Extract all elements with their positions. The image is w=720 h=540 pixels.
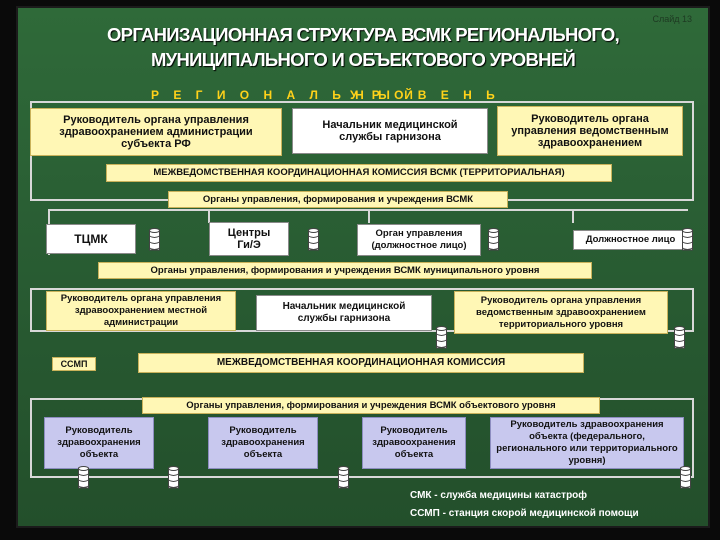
box-official: Должностное лицо [573,230,688,250]
legend-smk: СМК - служба медицины катастроф [410,490,588,501]
box-head-departmental-territorial: Руководитель органа управления ведомстве… [454,291,668,334]
slide-number: Слайд 13 [652,14,692,24]
cylinder-icon [149,228,160,251]
page-title: ОРГАНИЗАЦИОННАЯ СТРУКТУРА ВСМК РЕГИОНАЛЬ… [18,22,708,72]
title-line-1: ОРГАНИЗАЦИОННАЯ СТРУКТУРА ВСМК РЕГИОНАЛЬ… [106,24,620,45]
cylinder-icon [308,228,319,251]
cylinder-icon [682,228,693,251]
box-object-head-3: Руководитель здравоохранения объекта [362,417,466,469]
box-commission-municipal: МЕЖВЕДОМСТВЕННАЯ КООРДИНАЦИОННАЯ КОМИССИ… [138,353,584,373]
box-object-head-2: Руководитель здравоохранения объекта [208,417,318,469]
box-tcmk: ТЦМК [46,224,136,254]
box-centers: Центры Ги/Э [209,222,289,256]
cylinder-icon [488,228,499,251]
cylinder-icon [78,466,89,489]
box-head-departmental: Руководитель органа управления ведомстве… [497,106,683,156]
regional-heading-1: Р Е Г И О Н А Л Ь Н Ы Й [151,88,419,102]
box-head-local-admin: Руководитель органа управления здравоохр… [46,291,236,331]
cylinder-icon [680,466,691,489]
cylinder-icon [436,326,447,349]
cylinder-icon [674,326,685,349]
cylinder-icon [338,466,349,489]
slide: Слайд 13 ОРГАНИЗАЦИОННАЯ СТРУКТУРА ВСМК … [16,6,710,528]
title-line-2: МУНИЦИПАЛЬНОГО И ОБЪЕКТОВОГО УРОВНЕЙ [150,49,576,70]
box-bodies-municipal: Органы управления, формирования и учрежд… [98,262,592,279]
cylinder-icon [168,466,179,489]
box-object-head-4: Руководитель здравоохранения объекта (фе… [490,417,684,469]
box-object-head-1: Руководитель здравоохранения объекта [44,417,154,469]
box-commission-territorial: МЕЖВЕДОМСТВЕННАЯ КООРДИНАЦИОННАЯ КОМИССИ… [106,164,612,182]
box-ssmp: ССМП [52,357,96,371]
box-garrison-chief-municipal: Начальник медицинской службы гарнизона [256,295,432,331]
box-bodies-object: Органы управления, формирования и учрежд… [142,397,600,414]
legend-ssmp: ССМП - станция скорой медицинской помощи [410,508,639,519]
box-garrison-chief-regional: Начальник медицинской службы гарнизона [292,108,488,154]
box-authority: Орган управления (должностное лицо) [357,224,481,256]
box-bodies-regional: Органы управления, формирования и учрежд… [168,191,508,208]
regional-heading-2: У Р О В Е Н Ь [350,88,501,102]
box-head-admin: Руководитель органа управления здравоохр… [30,108,282,156]
